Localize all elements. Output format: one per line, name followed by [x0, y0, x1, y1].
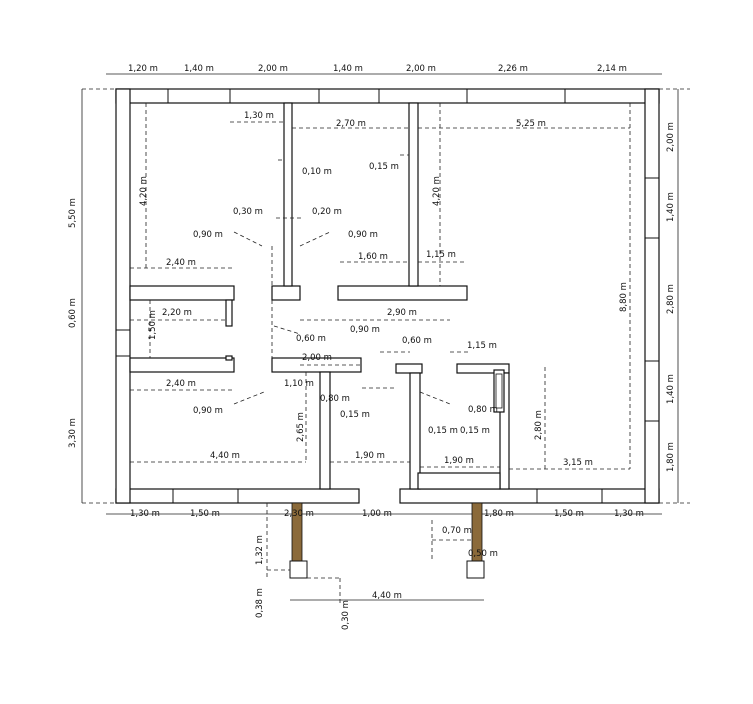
dim-int-ac: 0,15 m [340, 410, 370, 420]
dim-top-6: 2,26 m [498, 64, 528, 74]
dim-int-i: 0,20 m [312, 207, 342, 217]
dim-right-3: 2,80 m [666, 284, 676, 314]
dim-top-5: 2,00 m [406, 64, 436, 74]
dim-int-w: 2,00 m [302, 353, 332, 363]
dim-int-n: 1,15 m [426, 250, 456, 260]
dim-right-1: 2,00 m [666, 122, 676, 152]
dim-int-af: 0,15 m [460, 426, 490, 436]
dim-int-ag: 2,80 m [534, 410, 544, 440]
bottom-dimensions: 1,30 m 1,50 m 2,30 m 1,00 m 1,80 m 1,50 … [130, 509, 644, 519]
dim-top-2: 1,40 m [184, 64, 214, 74]
dim-int-ad: 2,65 m [296, 412, 306, 442]
interior-dimensions: 1,30 m 2,70 m 5,25 m 0,15 m 0,10 m 4,20 … [139, 111, 629, 468]
dim-int-a: 1,30 m [244, 111, 274, 121]
dim-int-g: 4,20 m [432, 176, 442, 206]
dim-porch-e: 0,70 m [442, 526, 472, 536]
dim-int-m: 1,60 m [358, 252, 388, 262]
dim-bottom-1: 1,30 m [130, 509, 160, 519]
dim-int-s: 0,90 m [350, 325, 380, 335]
dim-bottom-3: 2,30 m [284, 509, 314, 519]
dim-int-aj: 1,90 m [444, 456, 474, 466]
dim-bottom-4: 1,00 m [362, 509, 392, 519]
dim-left-3: 3,30 m [68, 418, 78, 448]
dim-bottom-5: 1,80 m [484, 509, 514, 519]
dim-int-z: 0,80 m [320, 394, 350, 404]
dim-int-x: 2,40 m [166, 379, 196, 389]
dim-int-j: 0,90 m [193, 230, 223, 240]
dim-int-v: 1,15 m [467, 341, 497, 351]
dim-porch-d: 4,40 m [372, 591, 402, 601]
dim-top-7: 2,14 m [597, 64, 627, 74]
dim-bottom-2: 1,50 m [190, 509, 220, 519]
dim-bottom-7: 1,30 m [614, 509, 644, 519]
dim-int-h: 0,30 m [233, 207, 263, 217]
dim-int-p: 2,20 m [162, 308, 192, 318]
interior-dimension-lines [130, 103, 631, 470]
dim-top-3: 2,00 m [258, 64, 288, 74]
porch [266, 502, 485, 605]
dim-right-4: 1,40 m [666, 374, 676, 404]
porch-step-left [289, 560, 308, 579]
dim-int-u: 0,60 m [402, 336, 432, 346]
dim-int-f: 4,20 m [139, 176, 149, 206]
dim-top-4: 1,40 m [333, 64, 363, 74]
outer-dimension-lines [81, 73, 690, 515]
dim-int-c: 5,25 m [516, 119, 546, 129]
dim-int-aa: 0,80 m [468, 405, 498, 415]
dim-int-k: 0,90 m [348, 230, 378, 240]
dim-left-2: 0,60 m [68, 298, 78, 328]
porch-dimensions: 1,32 m 0,38 m 0,30 m 4,40 m 0,70 m 0,50 … [255, 526, 498, 630]
dim-int-ae: 0,15 m [428, 426, 458, 436]
dim-porch-f: 0,50 m [468, 549, 498, 559]
dim-porch-c: 0,30 m [341, 600, 351, 630]
dim-int-e: 0,10 m [302, 167, 332, 177]
dim-porch-b: 0,38 m [255, 588, 265, 618]
dim-int-r: 2,90 m [387, 308, 417, 318]
left-dimensions: 5,50 m 0,60 m 3,30 m [68, 198, 78, 448]
dim-int-y: 1,10 m [284, 379, 314, 389]
dim-int-b: 2,70 m [336, 119, 366, 129]
dim-int-o: 8,80 m [619, 282, 629, 312]
dim-int-ab: 0,90 m [193, 406, 223, 416]
dim-left-1: 5,50 m [68, 198, 78, 228]
porch-step-right [466, 560, 485, 579]
right-dimensions: 2,00 m 1,40 m 2,80 m 1,40 m 1,80 m [666, 122, 676, 472]
dim-int-ai: 1,90 m [355, 451, 385, 461]
dim-int-d: 0,15 m [369, 162, 399, 172]
dim-right-5: 1,80 m [666, 442, 676, 472]
dim-porch-a: 1,32 m [255, 535, 265, 565]
dim-bottom-6: 1,50 m [554, 509, 584, 519]
dim-int-q: 1,50 m [148, 310, 158, 340]
dim-int-ah: 4,40 m [210, 451, 240, 461]
dim-right-2: 1,40 m [666, 192, 676, 222]
top-dimensions: 1,20 m 1,40 m 2,00 m 1,40 m 2,00 m 2,26 … [128, 64, 627, 74]
windows [116, 89, 659, 503]
dim-int-ak: 3,15 m [563, 458, 593, 468]
dim-top-1: 1,20 m [128, 64, 158, 74]
dim-int-t: 0,60 m [296, 334, 326, 344]
interior-walls [129, 102, 510, 490]
dim-int-l: 2,40 m [166, 258, 196, 268]
